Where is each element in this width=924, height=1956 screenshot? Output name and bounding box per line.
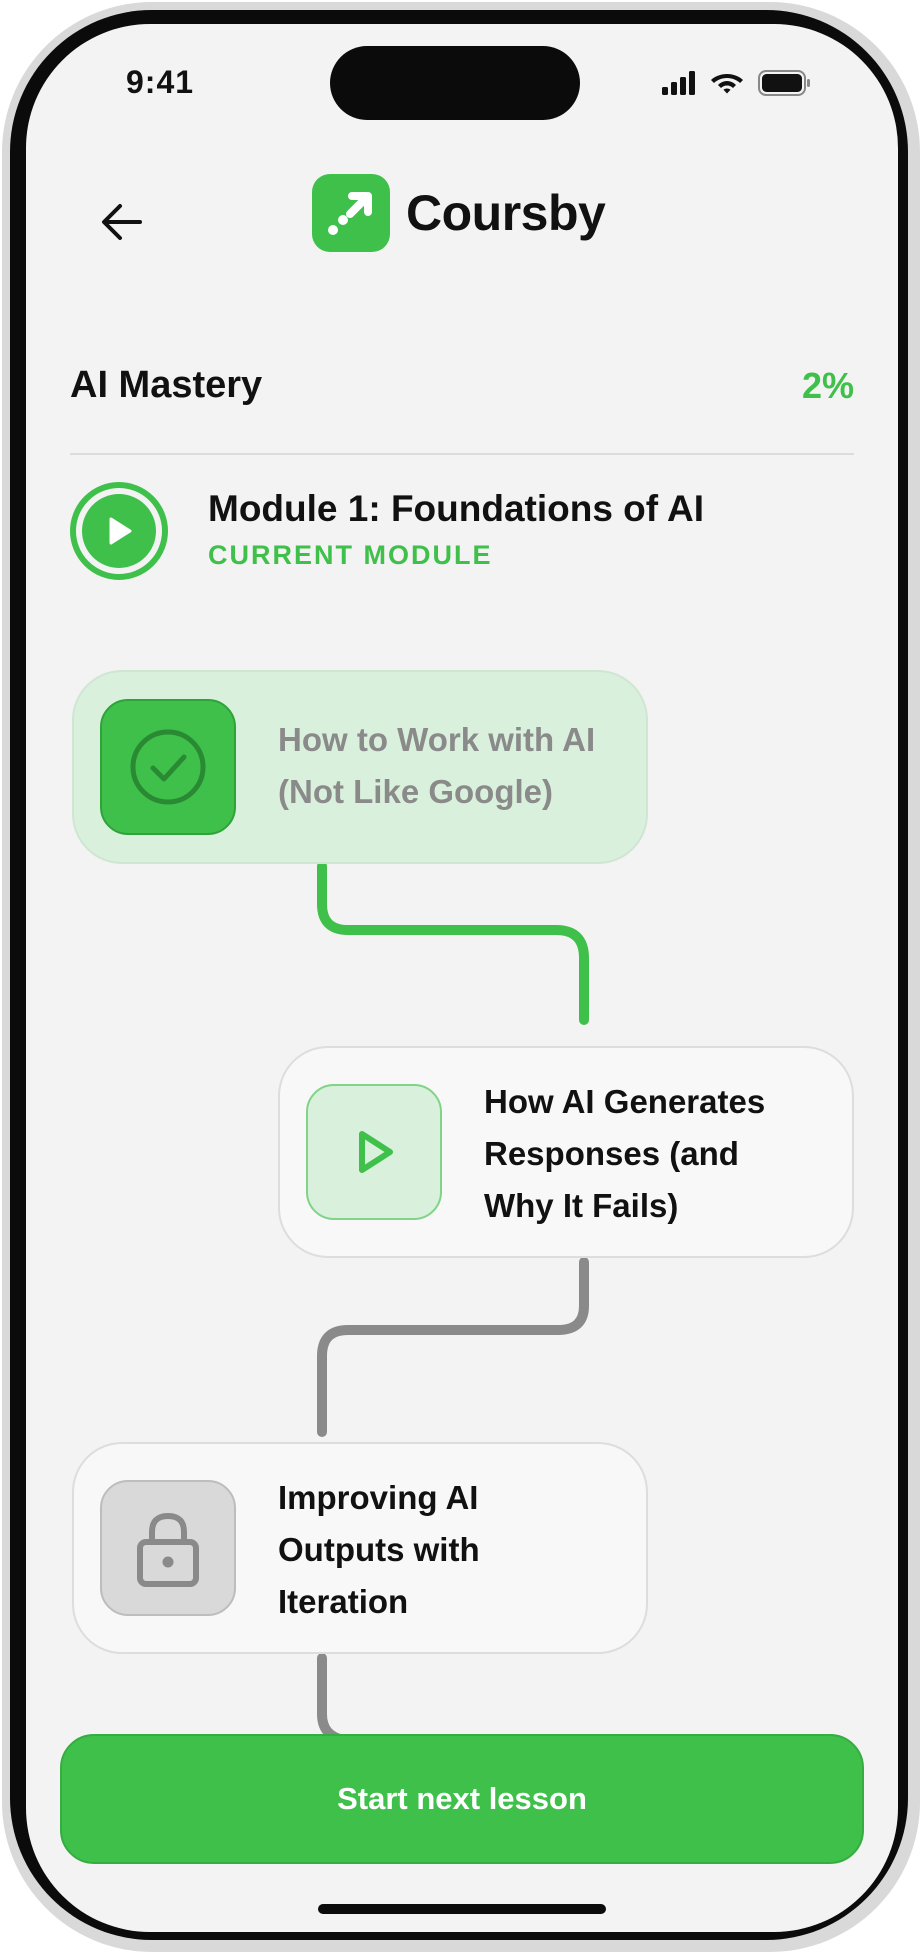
play-icon: [306, 1084, 442, 1220]
path-segment-tail: [317, 1653, 349, 1745]
course-progress: 2%: [801, 364, 854, 406]
cellular-signal-icon: [662, 71, 695, 95]
lock-icon: [100, 1480, 236, 1616]
module-status: CURRENT MODULE: [208, 540, 493, 570]
brand-name: Coursby: [406, 185, 606, 241]
lesson-title-line: How AI Generates: [484, 1083, 766, 1120]
lesson-card-current[interactable]: How AI Generates Responses (and Why It F…: [278, 1046, 854, 1258]
module-row: Module 1: Foundations of AI CURRENT MODU…: [70, 480, 854, 590]
dynamic-island: [330, 46, 580, 120]
screen: 9:41: [26, 24, 898, 1932]
status-icons: [662, 70, 812, 96]
lesson-title-line: Responses (and: [484, 1135, 739, 1172]
lesson-title-line: Improving AI: [278, 1479, 479, 1516]
home-indicator: [318, 1904, 606, 1914]
lesson-title-line: Why It Fails): [484, 1187, 679, 1224]
status-time: 9:41: [126, 64, 195, 100]
course-row: AI Mastery 2%: [70, 364, 854, 407]
arrow-left-icon: [102, 204, 142, 240]
battery-icon: [758, 70, 810, 96]
app-header: Coursby: [26, 174, 898, 264]
lesson-card-locked[interactable]: Improving AI Outputs with Iteration: [72, 1442, 648, 1654]
lesson-title-line: How to Work with AI: [278, 721, 596, 758]
check-circle-icon: [100, 699, 236, 835]
path-segment-pending: [317, 1257, 589, 1437]
module-play-icon: [70, 482, 168, 580]
start-next-lesson-button[interactable]: Start next lesson: [60, 1734, 864, 1864]
brand-logo-icon: [312, 174, 390, 252]
back-button[interactable]: [94, 194, 150, 250]
module-title: Module 1: Foundations of AI: [208, 488, 705, 529]
brand: Coursby: [312, 174, 606, 252]
lesson-title-line: Iteration: [278, 1583, 409, 1620]
lesson-title-line: (Not Like Google): [278, 773, 553, 810]
wifi-icon: [711, 74, 743, 94]
course-title: AI Mastery: [70, 364, 263, 406]
lesson-card-completed[interactable]: How to Work with AI (Not Like Google): [72, 670, 648, 864]
lesson-title-line: Outputs with: [278, 1531, 480, 1568]
path-segment-completed: [317, 861, 589, 1025]
divider: [70, 453, 854, 455]
